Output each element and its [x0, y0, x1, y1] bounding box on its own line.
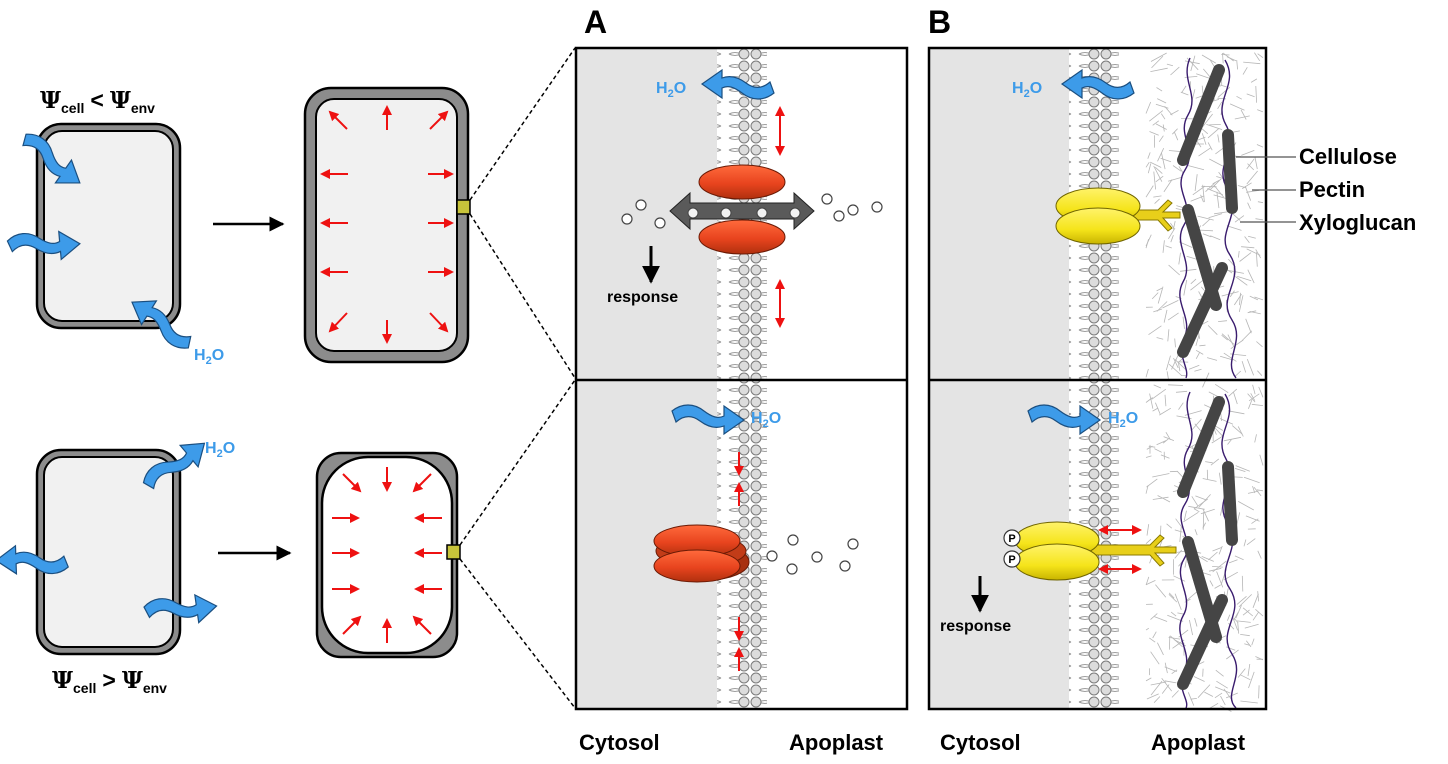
cytosol-label-a: Cytosol — [579, 730, 660, 755]
water-efflux-arrow-a — [700, 68, 775, 100]
apoplast-label-b: Apoplast — [1151, 730, 1246, 755]
apoplast-label-a: Apoplast — [789, 730, 884, 755]
cells-column: Ψcell<Ψenv Ψcell>Ψenv H2O H2O — [0, 47, 576, 709]
cytosol-label-b: Cytosol — [940, 730, 1021, 755]
water-label-b-top: H2O — [1012, 80, 1042, 100]
svg-text:P: P — [1008, 533, 1015, 545]
response-label-b: response — [940, 618, 1011, 635]
phosphate-icon — [1003, 550, 1021, 568]
response-label-a: response — [607, 289, 678, 306]
water-efflux-arrow-b — [1060, 68, 1135, 100]
panel-a: H2O response H2O — [574, 46, 909, 711]
solutes-a-bottom — [766, 534, 859, 575]
receptor-kinase-top — [1055, 187, 1181, 245]
cytosol-region-b — [930, 49, 1069, 708]
condition-bottom: Ψcell>Ψenv — [52, 667, 167, 696]
solutes-a-top — [621, 193, 883, 229]
zoom-lines — [459, 47, 576, 709]
panel-b: H2O H2O P P response — [927, 46, 1268, 712]
mechanosensitive-channel-open — [669, 164, 815, 255]
pressure-arrows-inward — [332, 467, 442, 643]
cell-top-initial — [35, 122, 182, 330]
water-influx-arrow-b — [1027, 404, 1102, 436]
panel-label-a: A — [584, 4, 607, 40]
mechanosensitive-channel-closed — [653, 524, 750, 583]
svg-text:P: P — [1008, 554, 1015, 566]
zoom-marker-top — [456, 199, 471, 215]
water-influx-arrow-a — [671, 404, 746, 436]
water-label-a-top: H2O — [656, 80, 686, 100]
legend-xyloglucan: Xyloglucan — [1299, 210, 1416, 235]
water-label-a-bottom: H2O — [751, 410, 781, 430]
membrane-a — [717, 49, 767, 708]
membrane-b — [1069, 49, 1119, 708]
panel-label-b: B — [928, 4, 951, 40]
legend-pectin: Pectin — [1299, 177, 1365, 202]
cytosol-region-a — [577, 49, 717, 708]
receptor-kinase-bottom: P P — [1003, 521, 1177, 581]
wall-component-legend: Cellulose Pectin Xyloglucan — [1236, 144, 1416, 235]
pressure-arrows-outward — [320, 105, 454, 344]
water-label-top-cell: H2O — [194, 347, 224, 367]
cell-bottom-initial — [35, 448, 182, 656]
condition-top: Ψcell<Ψenv — [40, 87, 155, 116]
tension-arrows-b — [1098, 525, 1142, 574]
water-outflow-arrows — [0, 442, 218, 624]
water-label-b-bottom: H2O — [1108, 410, 1138, 430]
phosphate-icon — [1003, 529, 1021, 547]
cell-bottom-plasmolysed — [315, 451, 461, 659]
water-inflow-arrows — [6, 133, 192, 349]
cellulose-rods — [1177, 64, 1238, 690]
legend-cellulose: Cellulose — [1299, 144, 1397, 169]
zoom-marker-bottom — [446, 544, 461, 560]
cell-top-turgid — [303, 86, 471, 364]
water-label-bottom-cell: H2O — [205, 440, 235, 460]
